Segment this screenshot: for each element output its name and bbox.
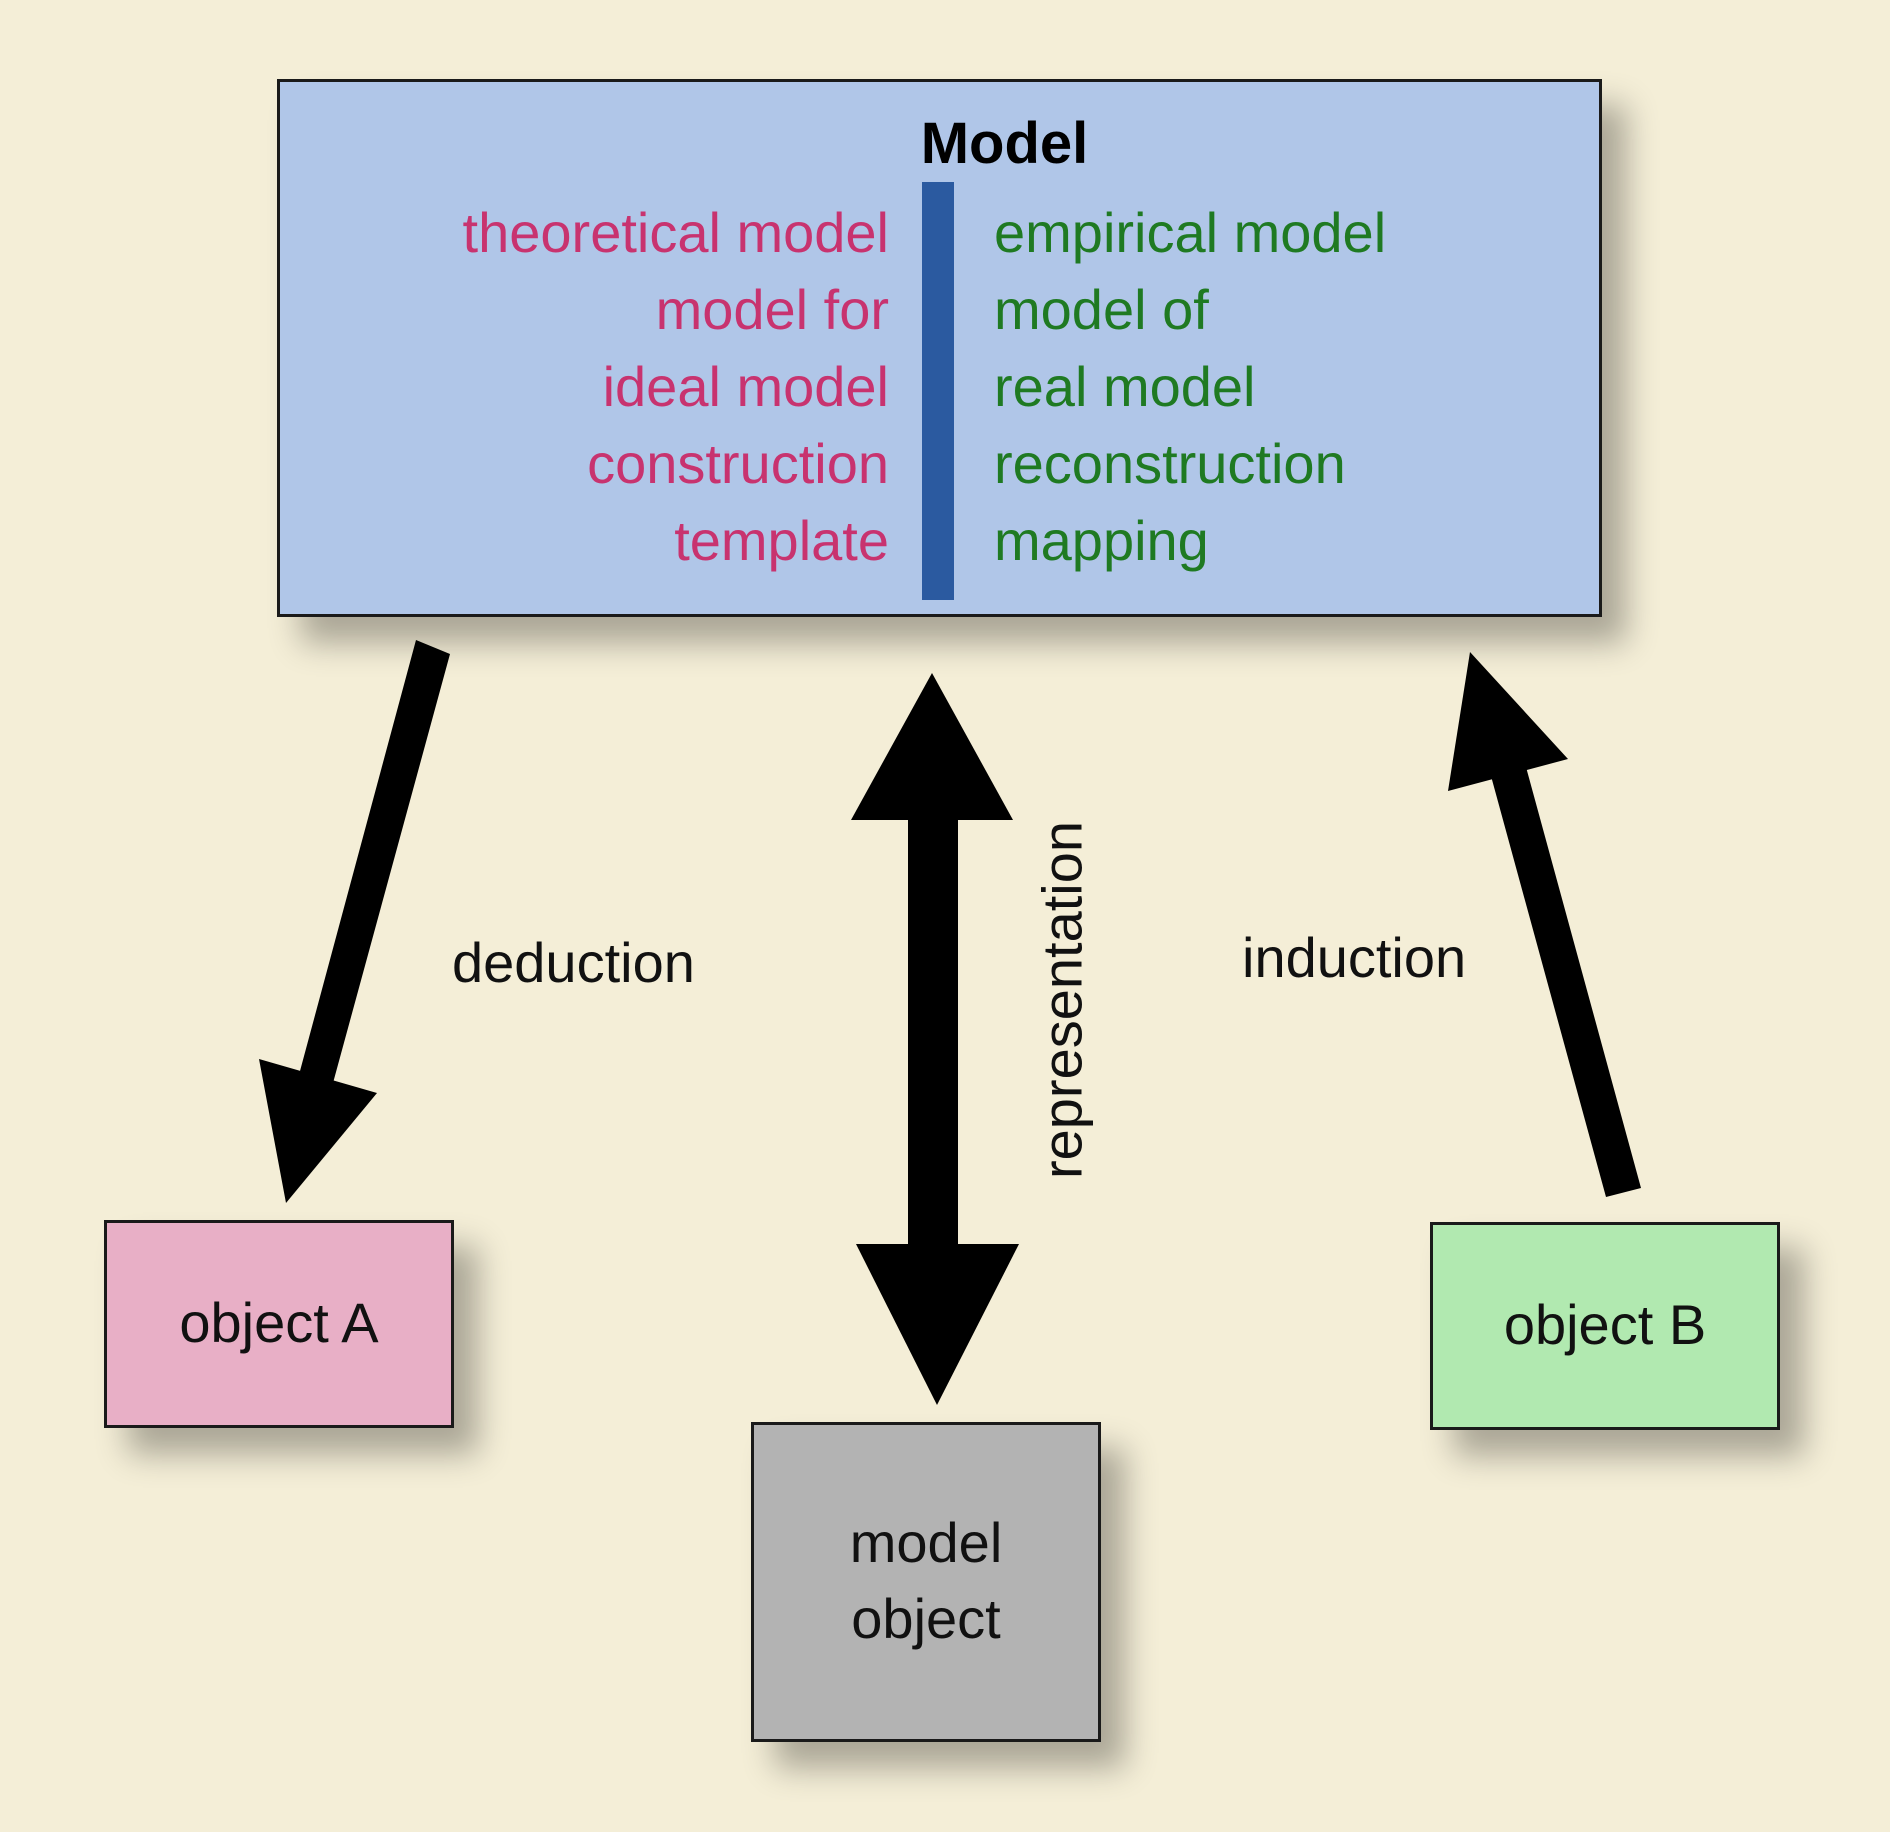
object-b-box: object B [1430,1222,1780,1430]
induction-label: induction [1242,926,1467,989]
left-term: template [674,509,889,572]
model-divider [922,182,954,600]
induction-arrow [1448,652,1641,1197]
model-object-label-line2: object [851,1587,1001,1650]
right-terms-column: empirical model model of real model reco… [994,194,1386,579]
object-b-label: object B [1503,1293,1707,1356]
object-a-label: object A [179,1291,379,1354]
object-a-box: object A [104,1220,454,1428]
right-term: real model [994,355,1256,418]
model-object-label-line1: model [849,1511,1003,1574]
right-term: model of [994,278,1209,341]
representation-label: representation [1030,820,1094,1180]
left-term: construction [587,432,889,495]
right-term: mapping [994,509,1209,572]
right-term: empirical model [994,201,1387,264]
model-title: Model [920,111,1089,176]
left-terms-column: theoretical model model for ideal model … [463,194,889,579]
model-object-box: model object [751,1422,1101,1742]
left-term: ideal model [602,355,889,418]
left-term: theoretical model [462,201,889,264]
deduction-label: deduction [452,931,695,994]
deduction-arrow [259,640,450,1203]
left-term: model for [655,278,889,341]
representation-arrow [851,673,1019,1405]
right-term: reconstruction [994,432,1346,495]
model-box: Model theoretical model model for ideal … [277,79,1602,617]
